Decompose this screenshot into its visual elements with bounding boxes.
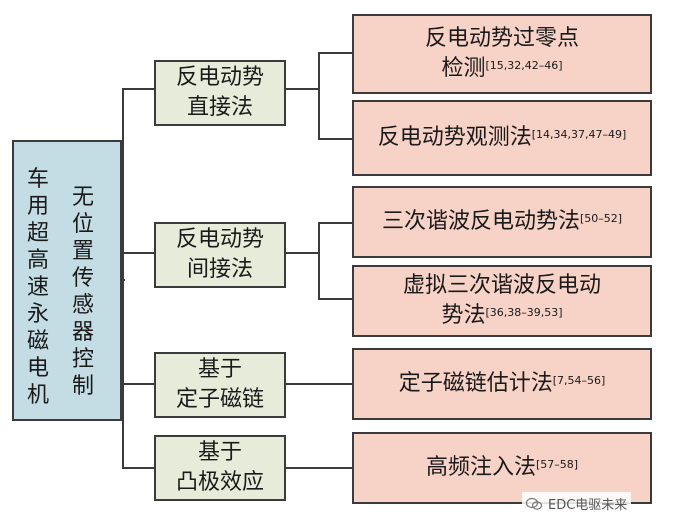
connector-leaf4 xyxy=(318,298,352,300)
leaf-reference: [14,34,37,47–49] xyxy=(531,128,627,141)
root-label-sensorless-control: 无位置传感器控制 xyxy=(71,185,94,399)
connector-cat1-out xyxy=(286,88,319,90)
leaf-reference: [7,54–56] xyxy=(552,374,606,387)
root-node: 车用超高速永磁电机 无位置传感器控制 xyxy=(12,140,122,421)
category-line2: 定子磁链 xyxy=(175,387,264,412)
leaf-reference: [15,32,42–46] xyxy=(485,59,563,72)
leaf-text: 高频注入法 xyxy=(425,455,536,480)
connector-leaf1 xyxy=(318,52,352,54)
leaf-text: 定子磁链估计法 xyxy=(398,371,553,396)
connector-leaf6 xyxy=(286,467,352,469)
category-line2: 直接法 xyxy=(186,95,253,120)
connector-main-spine xyxy=(122,88,124,468)
watermark-text: EDC电驱未来 xyxy=(548,498,628,513)
leaf-virtual-third-harmonic: 虚拟三次谐波反电动 势法[36,38–39,53] xyxy=(352,265,652,337)
leaf-third-harmonic-back-emf: 三次谐波反电动势法[50–52] xyxy=(352,186,652,258)
connector-cat2-out xyxy=(286,252,319,254)
category-line1: 反电动势 xyxy=(175,227,264,252)
category-saliency: 基于 凸极效应 xyxy=(154,435,286,501)
leaf-stator-flux-estimation: 定子磁链估计法[7,54–56] xyxy=(352,348,652,420)
connector-cat1 xyxy=(122,88,154,90)
leaf-text: 三次谐波反电动势法 xyxy=(381,209,580,234)
connector-leaf3 xyxy=(318,222,352,224)
connector-cat2-spine xyxy=(318,222,320,300)
connector-leaf5 xyxy=(286,383,352,385)
leaf-text: 反电动势观测法 xyxy=(377,125,532,150)
leaf-text-line2: 检测[15,32,42–46] xyxy=(441,56,563,81)
category-line1: 基于 xyxy=(197,440,242,465)
category-line2: 凸极效应 xyxy=(175,470,264,495)
leaf-back-emf-observer: 反电动势观测法[14,34,37,47–49] xyxy=(352,100,652,176)
watermark: EDC电驱未来 xyxy=(522,492,632,515)
connector-cat2 xyxy=(122,252,154,254)
category-line1: 基于 xyxy=(197,357,242,382)
category-line1: 反电动势 xyxy=(175,65,264,90)
wechat-icon xyxy=(526,497,542,510)
connector-cat1-spine xyxy=(318,52,320,140)
category-stator-flux: 基于 定子磁链 xyxy=(154,352,286,418)
connector-cat4 xyxy=(122,467,154,469)
connector-leaf2 xyxy=(318,138,352,140)
leaf-reference: [50–52] xyxy=(579,212,623,225)
leaf-text-line2: 势法[36,38–39,53] xyxy=(441,303,563,328)
root-label-vehicle-motor: 车用超高速永磁电机 xyxy=(26,167,49,408)
leaf-text: 虚拟三次谐波反电动 xyxy=(402,273,601,298)
connector-cat3 xyxy=(122,383,154,385)
category-back-emf-direct: 反电动势 直接法 xyxy=(154,60,286,126)
leaf-reference: [36,38–39,53] xyxy=(485,306,563,319)
leaf-zero-crossing-detection: 反电动势过零点 检测[15,32,42–46] xyxy=(352,14,652,94)
category-back-emf-indirect: 反电动势 间接法 xyxy=(154,222,286,288)
leaf-text: 反电动势过零点 xyxy=(424,26,579,51)
category-line2: 间接法 xyxy=(186,257,253,282)
leaf-reference: [57–58] xyxy=(535,458,579,471)
